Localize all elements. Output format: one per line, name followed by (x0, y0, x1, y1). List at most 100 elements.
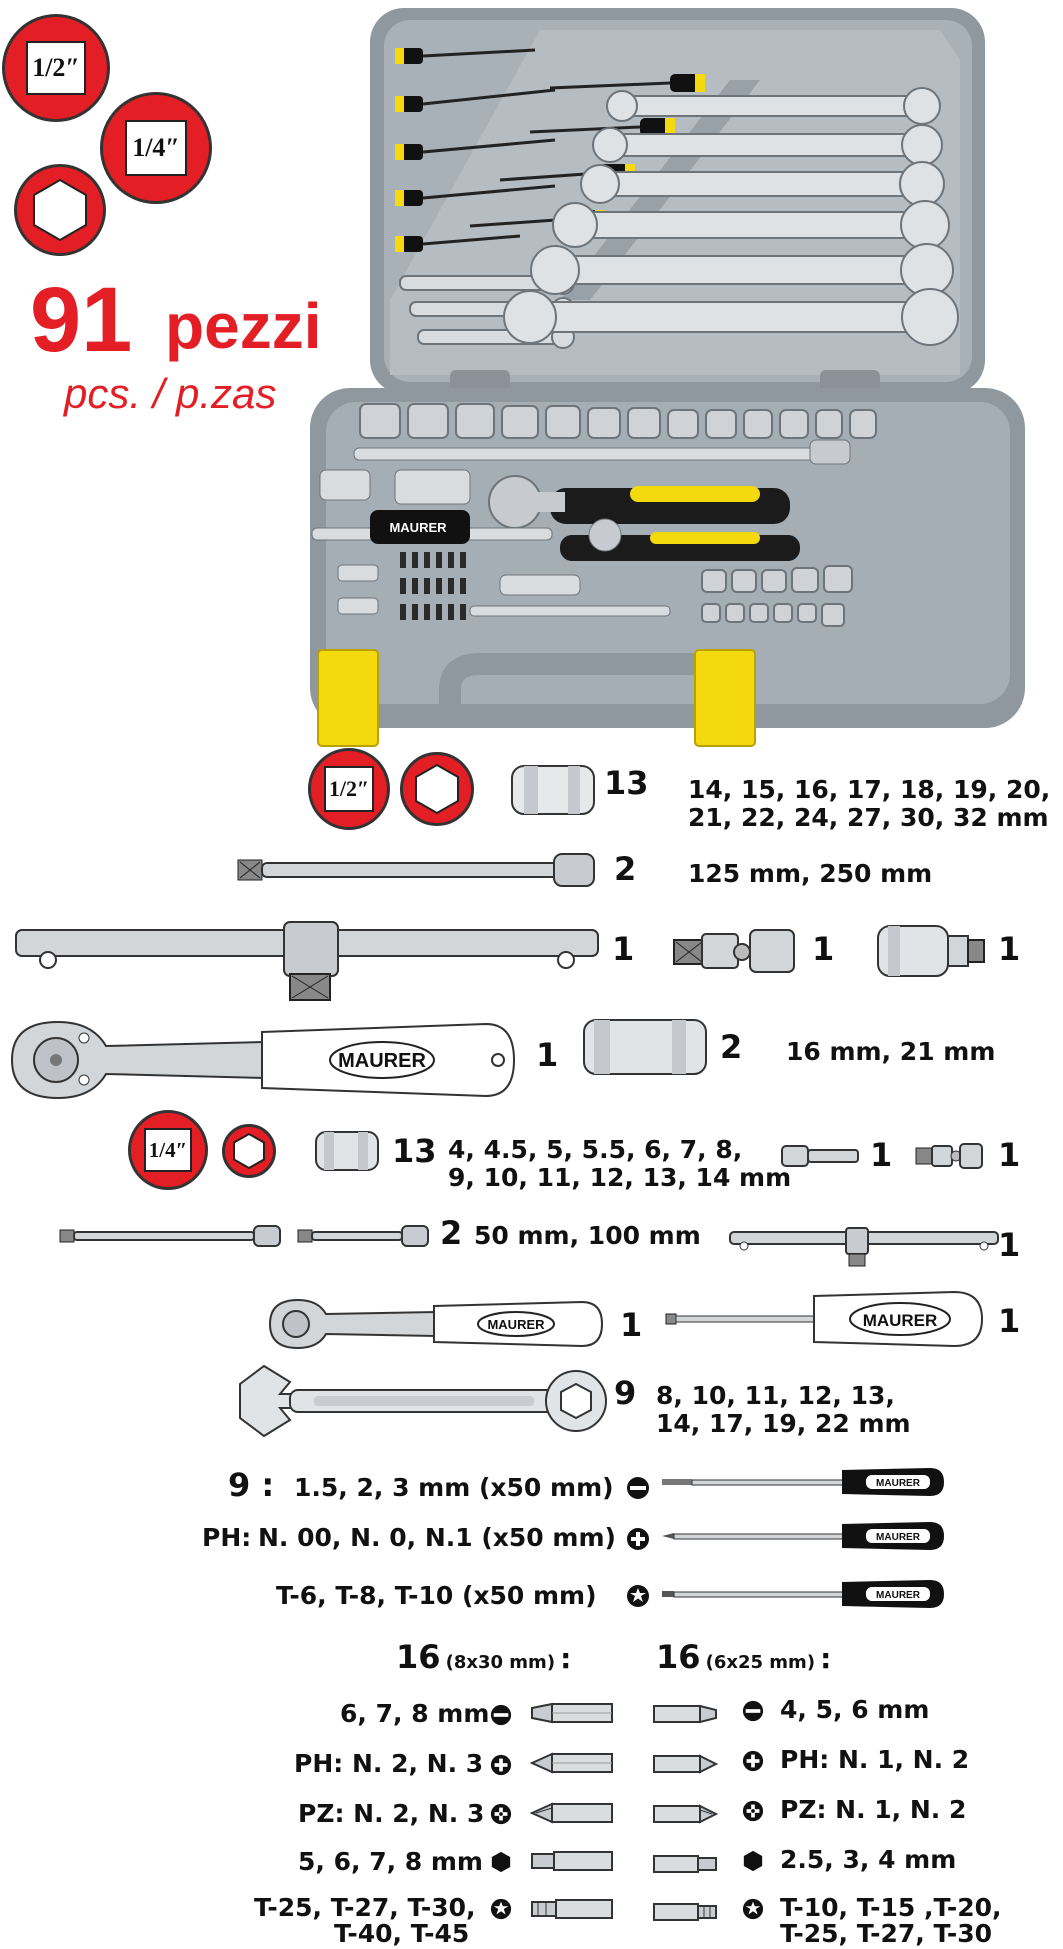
bits-left-qty: 16 (396, 1638, 441, 1676)
universal-joint-icon (673, 929, 795, 973)
bit-torx-long-icon (531, 1899, 613, 1919)
bit-phillips-short-icon (653, 1754, 718, 1774)
quarter-inch-badge-small: 1/4″ (128, 1110, 208, 1190)
bit-left-2-text: PZ: N. 2, N. 3 (298, 1799, 485, 1828)
hex-badge-small (400, 752, 474, 826)
case-ratchet (488, 475, 800, 561)
bit-left-1-text: PH: N. 2, N. 3 (294, 1749, 484, 1778)
hex-icon (743, 1850, 763, 1872)
bit-left-4-text: T-25, T-27, T-30, (254, 1893, 476, 1922)
quarter-sockets-sizes-2: 9, 10, 11, 12, 13, 14 mm (448, 1163, 792, 1192)
screwdriver-phillips-icon: MAURER (662, 1522, 944, 1550)
spinner-driver-icon: MAURER (665, 1290, 984, 1348)
wrenches-sizes-2: 14, 17, 19, 22 mm (656, 1409, 911, 1438)
hex-icon (491, 1851, 511, 1873)
quarter-inch-badge: 1/4″ (100, 92, 212, 204)
hexagon-icon (233, 1132, 265, 1170)
subtitle: pcs. / p.zas (64, 370, 277, 417)
quarter-ext-qty: 2 (440, 1214, 463, 1252)
bit-torx-short-icon (653, 1903, 717, 1921)
half-inch-label: 1/2″ (26, 41, 86, 95)
bits-left-header: 16 (8x30 mm) : (396, 1638, 572, 1676)
socket-icon (511, 765, 595, 815)
bit-left-0-text: 6, 7, 8 mm (340, 1699, 490, 1728)
hexagon-icon (33, 178, 87, 242)
quarter-tbar-qty: 1 (998, 1226, 1021, 1264)
bit-right-2-text: PZ: N. 1, N. 2 (780, 1795, 967, 1824)
quarter-ujoint-qty: 1 (998, 1136, 1021, 1174)
deep-socket-icon (583, 1019, 707, 1075)
bit-right-4-text: T-10, T-15 ,T-20, (780, 1893, 1002, 1922)
half-tbar-qty: 1 (612, 930, 635, 968)
quarter-sockets-qty: 13 (392, 1132, 437, 1170)
svg-text:MAURER: MAURER (389, 520, 447, 535)
wrenches-qty: 9 (614, 1374, 637, 1412)
svg-text:MAURER: MAURER (876, 1478, 921, 1489)
bits-right-qty: 16 (656, 1638, 701, 1676)
half-ujoint-qty: 1 (812, 930, 835, 968)
sd-phillips-label: PH: (202, 1523, 252, 1552)
hex-badge-small-quarter (222, 1124, 276, 1178)
half-sockets-qty: 13 (604, 764, 649, 802)
sd-torx-text: T-6, T-8, T-10 (x50 mm) (276, 1581, 597, 1610)
bit-hex-short-icon (653, 1855, 717, 1873)
extension-bar-icon (237, 853, 595, 887)
svg-text:MAURER: MAURER (338, 1050, 426, 1072)
bit-right-1-text: PH: N. 1, N. 2 (780, 1745, 970, 1774)
half-inch-badge: 1/2″ (2, 14, 110, 122)
adapter-icon (877, 925, 985, 977)
half-ext-sizes: 125 mm, 250 mm (688, 859, 933, 888)
quarter-sockets-sizes-1: 4, 4.5, 5, 5.5, 6, 7, 8, (448, 1135, 743, 1164)
pozidriv-icon (490, 1803, 512, 1825)
quarter-ratchet-qty: 1 (620, 1306, 643, 1344)
small-extension-bars-icon (59, 1225, 429, 1247)
torx-icon (627, 1585, 649, 1607)
svg-text:MAURER: MAURER (876, 1590, 921, 1601)
hex-socket-badge (14, 164, 106, 256)
small-adapter-icon (781, 1145, 859, 1167)
half-ratchet-qty: 1 (536, 1036, 559, 1074)
torx-icon (490, 1898, 512, 1920)
phillips-icon (490, 1754, 512, 1776)
t-bar-icon (15, 921, 599, 1001)
half-inch-badge-small: 1/2″ (308, 748, 390, 830)
half-ext-qty: 2 (614, 850, 637, 888)
bit-right-4-text2: T-25, T-27, T-30 (780, 1919, 993, 1948)
combination-wrench-icon (239, 1364, 607, 1438)
piece-count-word: pezzi (165, 290, 322, 362)
slotted-icon (627, 1477, 649, 1499)
quarter-inch-label: 1/4″ (125, 120, 187, 176)
ratchet-icon: MAURER (10, 1020, 516, 1100)
small-universal-joint-icon (915, 1143, 983, 1169)
bit-right-3-text: 2.5, 3, 4 mm (780, 1845, 957, 1874)
svg-text:MAURER: MAURER (487, 1317, 545, 1332)
svg-text:MAURER: MAURER (863, 1311, 938, 1330)
bit-left-3-text: 5, 6, 7, 8 mm (298, 1847, 483, 1876)
tool-case-illustration: MAURER (310, 8, 1025, 747)
wrenches-sizes-1: 8, 10, 11, 12, 13, (656, 1381, 895, 1410)
slotted-icon (490, 1704, 512, 1726)
bit-phillips-long-icon (530, 1752, 613, 1774)
half-sockets-sizes-1: 14, 15, 16, 17, 18, 19, 20, (688, 775, 1051, 804)
bit-hex-long-icon (531, 1851, 613, 1871)
quarter-adapter-qty: 1 (870, 1136, 893, 1174)
bits-right-size: (6x25 mm) (705, 1652, 816, 1673)
sd-slotted-text: 1.5, 2, 3 mm (x50 mm) (294, 1473, 614, 1502)
pozidriv-icon (742, 1800, 764, 1822)
torx-icon (742, 1898, 764, 1920)
quarter-ext-sizes: 50 mm, 100 mm (474, 1221, 701, 1250)
sd-phillips-text: N. 00, N. 0, N.1 (x50 mm) (258, 1523, 616, 1552)
bit-right-0-text: 4, 5, 6 mm (780, 1695, 930, 1724)
half-deep-sizes: 16 mm, 21 mm (786, 1037, 996, 1066)
bit-pozidriv-long-icon (530, 1802, 613, 1824)
bits-right-header: 16 (6x25 mm) : (656, 1638, 832, 1676)
small-ratchet-icon: MAURER (268, 1298, 604, 1350)
half-deep-qty: 2 (720, 1028, 743, 1066)
screwdriver-slotted-icon: MAURER (662, 1468, 944, 1496)
hexagon-icon (415, 763, 459, 815)
piece-count: 91 (30, 269, 133, 371)
small-t-bar-icon (729, 1227, 999, 1267)
bit-left-4-text2: T-40, T-45 (334, 1919, 470, 1948)
svg-text:MAURER: MAURER (876, 1532, 921, 1543)
small-socket-icon (315, 1131, 379, 1171)
